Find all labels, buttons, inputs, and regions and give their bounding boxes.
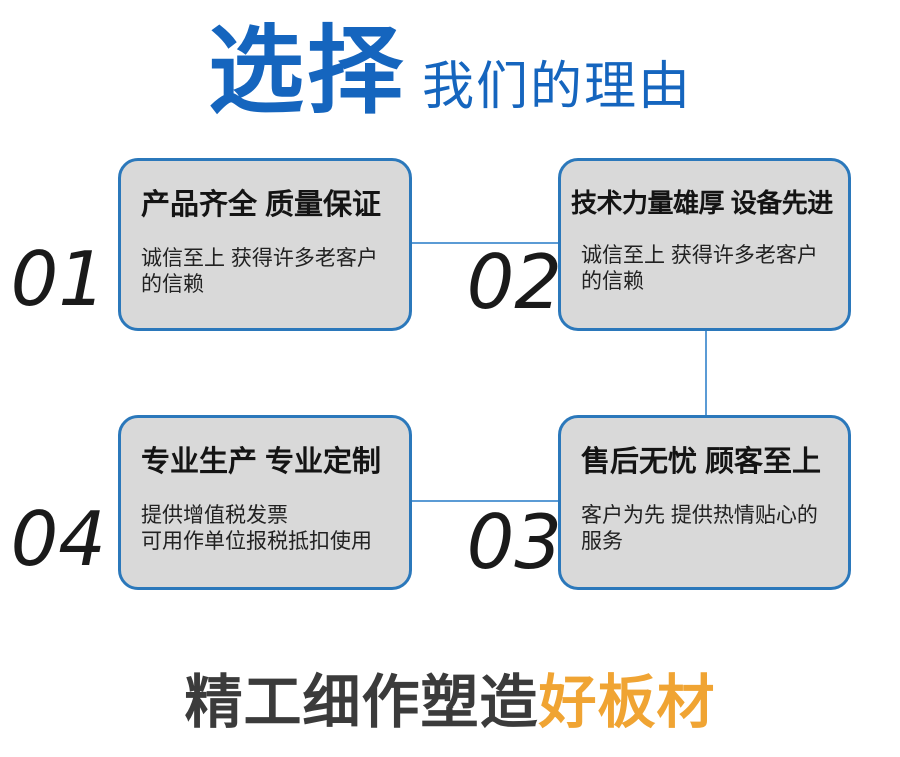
- connector-card3-card4: [412, 500, 558, 502]
- page-title: 选择 我们的理由: [0, 24, 900, 120]
- footer-slogan: 精工细作塑造好板材: [0, 668, 900, 738]
- page-title-sub: 我们的理由: [421, 58, 692, 116]
- card-body: 提供增值税发票 可用作单位报税抵扣使用: [141, 504, 372, 554]
- step-number-04: 04: [10, 495, 106, 583]
- card-heading: 售后无忧 顾客至上: [581, 446, 822, 478]
- card-technology-equipment: 技术力量雄厚 设备先进 诚信至上 获得许多老客户 的信赖: [558, 158, 851, 331]
- card-after-sales-service: 售后无忧 顾客至上 客户为先 提供热情贴心的 服务: [558, 415, 851, 590]
- card-production-custom: 专业生产 专业定制 提供增值税发票 可用作单位报税抵扣使用: [118, 415, 412, 590]
- footer-slogan-prefix: 精工细作塑造: [184, 670, 539, 735]
- card-heading: 产品齐全 质量保证: [141, 189, 382, 221]
- connector-card1-card2: [412, 242, 558, 244]
- card-heading: 专业生产 专业定制: [141, 446, 382, 478]
- card-body: 诚信至上 获得许多老客户 的信赖: [581, 243, 818, 293]
- card-body: 客户为先 提供热情贴心的 服务: [581, 504, 818, 554]
- card-body: 诚信至上 获得许多老客户 的信赖: [141, 247, 378, 297]
- card-heading: 技术力量雄厚 设备先进: [571, 188, 833, 218]
- step-number-03: 03: [466, 498, 562, 586]
- step-number-01: 01: [10, 235, 106, 323]
- step-number-02: 02: [466, 238, 562, 326]
- footer-slogan-highlight: 好板材: [538, 670, 716, 735]
- page-title-main: 选择: [207, 18, 406, 125]
- card-product-quality: 产品齐全 质量保证 诚信至上 获得许多老客户 的信赖: [118, 158, 412, 331]
- connector-card2-card4: [705, 331, 707, 415]
